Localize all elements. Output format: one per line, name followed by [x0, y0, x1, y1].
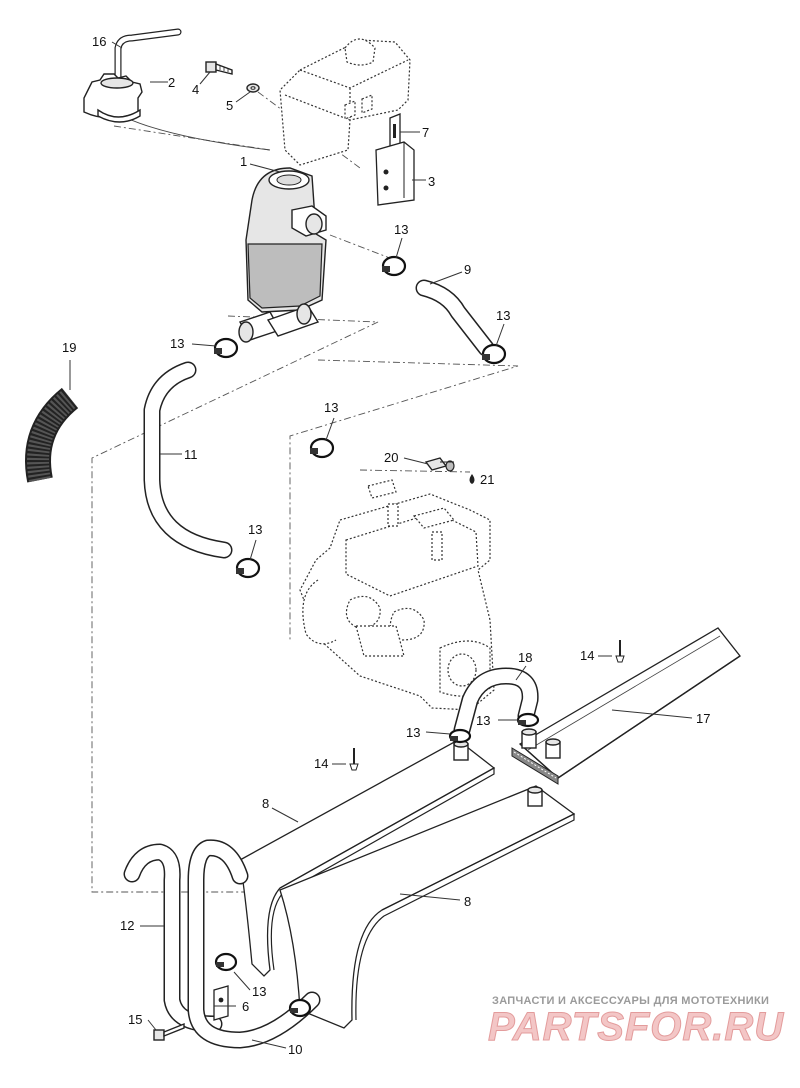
clamps-part-13 — [213, 255, 540, 1018]
watermark-logo: PARTSFOR.RU — [488, 1005, 784, 1049]
bracket-part-3 — [375, 141, 415, 206]
bolt-part-15 — [153, 1022, 185, 1041]
hose-part-12 — [123, 843, 223, 1033]
washer-part-5 — [246, 83, 260, 93]
assembly-guide-lines — [91, 91, 519, 893]
hose-part-11 — [143, 361, 233, 559]
callout-21: 21 — [480, 472, 494, 487]
callout-13-c: 13 — [170, 336, 184, 351]
hose-part-10 — [187, 839, 321, 1049]
callout-13-e: 13 — [248, 522, 262, 537]
callout-16: 16 — [92, 34, 106, 49]
callout-14-b: 14 — [314, 756, 328, 771]
corrugated-sleeve-part-19 — [25, 387, 79, 483]
callout-13-d: 13 — [324, 400, 338, 415]
callout-labels: 16 2 4 5 7 3 1 13 9 13 13 19 13 11 20 21… — [62, 34, 710, 1057]
bolt-part-4 — [205, 61, 233, 75]
sealant-drop-part-21 — [469, 474, 475, 484]
callout-13-f: 13 — [406, 725, 420, 740]
clamp-b — [481, 343, 507, 365]
coolant-reservoir-part-1 — [238, 167, 327, 343]
callout-14-a: 14 — [580, 648, 594, 663]
clamp-d — [309, 437, 335, 459]
callout-20: 20 — [384, 450, 398, 465]
callout-15: 15 — [128, 1012, 142, 1027]
callout-8-a: 8 — [262, 796, 269, 811]
callout-2: 2 — [168, 75, 175, 90]
temp-sensor-part-20 — [424, 457, 455, 472]
callout-9: 9 — [464, 262, 471, 277]
heat-exchanger-part-8-lower — [279, 785, 576, 1029]
callout-13-b: 13 — [496, 308, 510, 323]
rivet-part-14-lower — [349, 748, 359, 771]
callout-17: 17 — [696, 711, 710, 726]
callout-11: 11 — [184, 447, 198, 462]
hose-part-18 — [453, 667, 539, 739]
callout-18: 18 — [518, 650, 532, 665]
upper-reservoir — [279, 38, 411, 166]
engine-block — [299, 479, 495, 711]
hose-part-9 — [415, 279, 495, 357]
clamp-c — [213, 337, 239, 359]
clamp-a — [381, 255, 407, 277]
filler-cap-part-2 — [83, 73, 143, 123]
watermark-tagline: ЗАПЧАСТИ И АКСЕССУАРЫ ДЛЯ МОТОТЕХНИКИ — [492, 995, 769, 1007]
clamp-f — [448, 728, 472, 744]
callout-4: 4 — [192, 82, 199, 97]
clamp-e — [235, 557, 261, 579]
callout-3: 3 — [428, 174, 435, 189]
callout-7: 7 — [422, 125, 429, 140]
callout-1: 1 — [240, 154, 247, 169]
callout-12: 12 — [120, 918, 134, 933]
clamp-i — [288, 998, 312, 1018]
callout-13-g: 13 — [476, 713, 490, 728]
callout-13-a: 13 — [394, 222, 408, 237]
callout-19: 19 — [62, 340, 76, 355]
heat-exchanger-part-8-upper — [239, 739, 496, 977]
watermark: ЗАПЧАСТИ И АКСЕССУАРЫ ДЛЯ МОТОТЕХНИКИ PA… — [488, 995, 784, 1050]
clamp-h — [214, 952, 238, 972]
callout-6: 6 — [242, 999, 249, 1014]
callout-8-b: 8 — [464, 894, 471, 909]
callout-13-h: 13 — [252, 984, 266, 999]
callout-5: 5 — [226, 98, 233, 113]
clamp-g — [516, 712, 540, 728]
callout-10: 10 — [288, 1042, 302, 1057]
bracket-part-6 — [213, 985, 229, 1021]
rivet-part-14-upper — [615, 640, 625, 663]
leader-lines — [69, 41, 693, 1049]
heat-exchanger-part-17 — [511, 627, 741, 785]
